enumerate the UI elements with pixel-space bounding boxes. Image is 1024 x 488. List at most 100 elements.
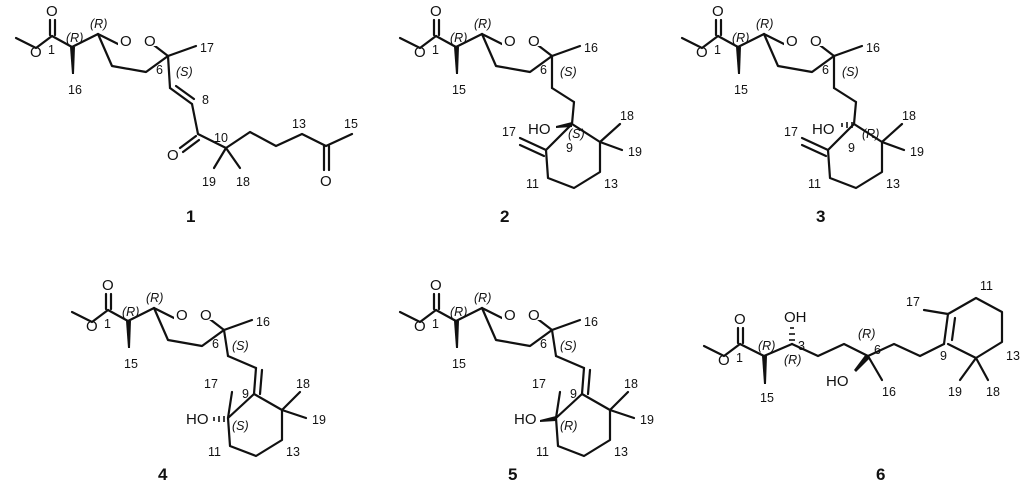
c6-num-17: 17: [906, 295, 920, 309]
compound-3-structure: O O O O HO (R) (R) (S) (R) 1 15 6 16 9 1…: [680, 3, 924, 226]
c2-ester-chain: [398, 34, 438, 50]
c5-num-1: 1: [432, 317, 439, 331]
c3-o-carbonyl: O: [712, 3, 724, 20]
c6-stereo-r6: (R): [858, 327, 875, 341]
c2-wedge-15: [454, 47, 459, 74]
c6-hash-oh: [789, 327, 795, 341]
c4-stereo-r2: (R): [146, 291, 163, 305]
c1-c9-o: [178, 134, 198, 150]
c6-num-15: 15: [760, 391, 774, 405]
c2-exo-methylene-dbl: [518, 143, 546, 158]
c6-num-13: 13: [1006, 349, 1020, 363]
c2-exo-methylene: [518, 136, 548, 152]
c1-num-15: 15: [344, 117, 358, 131]
c1-c7-c8-dbl: [174, 84, 196, 101]
c5-c8-c9-dbl: [586, 368, 592, 396]
c4-c8-c9-dbl: [258, 368, 264, 396]
c4-num-15: 15: [124, 357, 138, 371]
c2-ring-o1: O: [504, 33, 516, 50]
c1-o-carbonyl: O: [46, 3, 58, 20]
c3-ring-o2: O: [810, 33, 822, 50]
c3-num-15: 15: [734, 83, 748, 97]
c4-num-9: 9: [242, 387, 249, 401]
c5-wedge-15: [454, 321, 459, 348]
c3-stereo-r9: (R): [862, 127, 879, 141]
c6-oh: OH: [784, 309, 807, 326]
c1-c8-c9: [190, 102, 200, 136]
c5-num-18: 18: [624, 377, 638, 391]
c5-o-ester: O: [414, 318, 426, 335]
compound-4-structure: O O O O HO (R) (R) (S) (S) 1 15 6 16 9 1…: [70, 277, 326, 484]
c5-o-carbonyl: O: [430, 277, 442, 294]
c4-num-19: 19: [312, 413, 326, 427]
c2-ho: HO: [528, 121, 551, 138]
c3-me19: [880, 140, 906, 152]
c5-num-11: 11: [536, 445, 549, 459]
c2-stereo-s6: (S): [560, 65, 577, 79]
c3-num-6: 6: [822, 63, 829, 77]
c5-num-6: 6: [540, 337, 547, 351]
c5-num-16: 16: [584, 315, 598, 329]
c3-stereo-r1: (R): [732, 31, 749, 45]
c4-c6-me: [222, 318, 254, 332]
c1-num-1: 1: [48, 43, 55, 57]
c2-me18: [598, 122, 622, 144]
c3-num-16: 16: [866, 41, 880, 55]
compound-5-structure: O O O O HO (R) (R) (S) (R) 1 15 6 16 9 1…: [398, 277, 654, 484]
c1-ester-chain: [14, 34, 54, 50]
c3-c8-c9: [852, 100, 858, 126]
c2-stereo-r1: (R): [450, 31, 467, 45]
c4-ho: HO: [186, 411, 209, 428]
c3-c6-me: [832, 44, 864, 58]
c1-num-17: 17: [200, 41, 214, 55]
c3-num-11: 11: [808, 177, 821, 191]
c4-ring-o1: O: [176, 307, 188, 324]
c2-ring-o2: O: [528, 33, 540, 50]
c6-num-6: 6: [874, 343, 881, 357]
c2-num-9: 9: [566, 141, 573, 155]
c5-c2-c3: [454, 306, 484, 323]
c4-c2-c3: [126, 306, 156, 323]
c3-me18: [880, 122, 904, 144]
c1-stereo-r1: (R): [66, 31, 83, 45]
c2-c7-c8: [550, 86, 576, 104]
c4-me18: [280, 390, 302, 412]
c5-ho: HO: [514, 411, 537, 428]
c1-tail: [224, 130, 354, 150]
c6-ester-c1-c2: [738, 342, 766, 358]
c1-num-18: 18: [236, 175, 250, 189]
c2-num-6: 6: [540, 63, 547, 77]
c1-wedge-16: [70, 47, 75, 74]
c4-num-11: 11: [208, 445, 221, 459]
c6-stereo-r2: (R): [758, 339, 775, 353]
c3-hash-oh: [841, 122, 853, 128]
c6-me18: [974, 356, 990, 382]
c5-c7-c8: [554, 354, 586, 370]
c1-c9-c10: [196, 132, 228, 150]
c5-me18: [608, 390, 630, 412]
c6-c6-me16: [866, 354, 884, 382]
c1-stereo-s: (S): [176, 65, 193, 79]
c2-stereo-s9: (S): [568, 127, 585, 141]
c6-num-11: 11: [980, 279, 993, 293]
compound-1-label: 1: [186, 207, 195, 226]
compound-1-structure: O O O O O O (R) (R) (S) 1 16 6 17 8: [14, 3, 358, 226]
c3-ring-o1: O: [786, 33, 798, 50]
c4-me19: [280, 408, 308, 420]
c4-num-13: 13: [286, 445, 300, 459]
c5-c6-c7: [550, 328, 558, 358]
c3-stereo-r2: (R): [756, 17, 773, 31]
c3-c7-c8: [832, 86, 858, 104]
c5-wedge-oh: [540, 416, 556, 422]
c5-num-9: 9: [570, 387, 577, 401]
c2-c2-c3: [454, 32, 484, 49]
c1-num-8: 8: [202, 93, 209, 107]
c1-num-10: 10: [214, 131, 228, 145]
c1-ketone-o2: O: [320, 173, 332, 190]
c3-exo-methylene: [800, 136, 830, 152]
c6-num-19: 19: [948, 385, 962, 399]
c4-me17: [226, 390, 234, 420]
c2-num-15: 15: [452, 83, 466, 97]
c4-stereo-s8: (S): [232, 419, 249, 433]
